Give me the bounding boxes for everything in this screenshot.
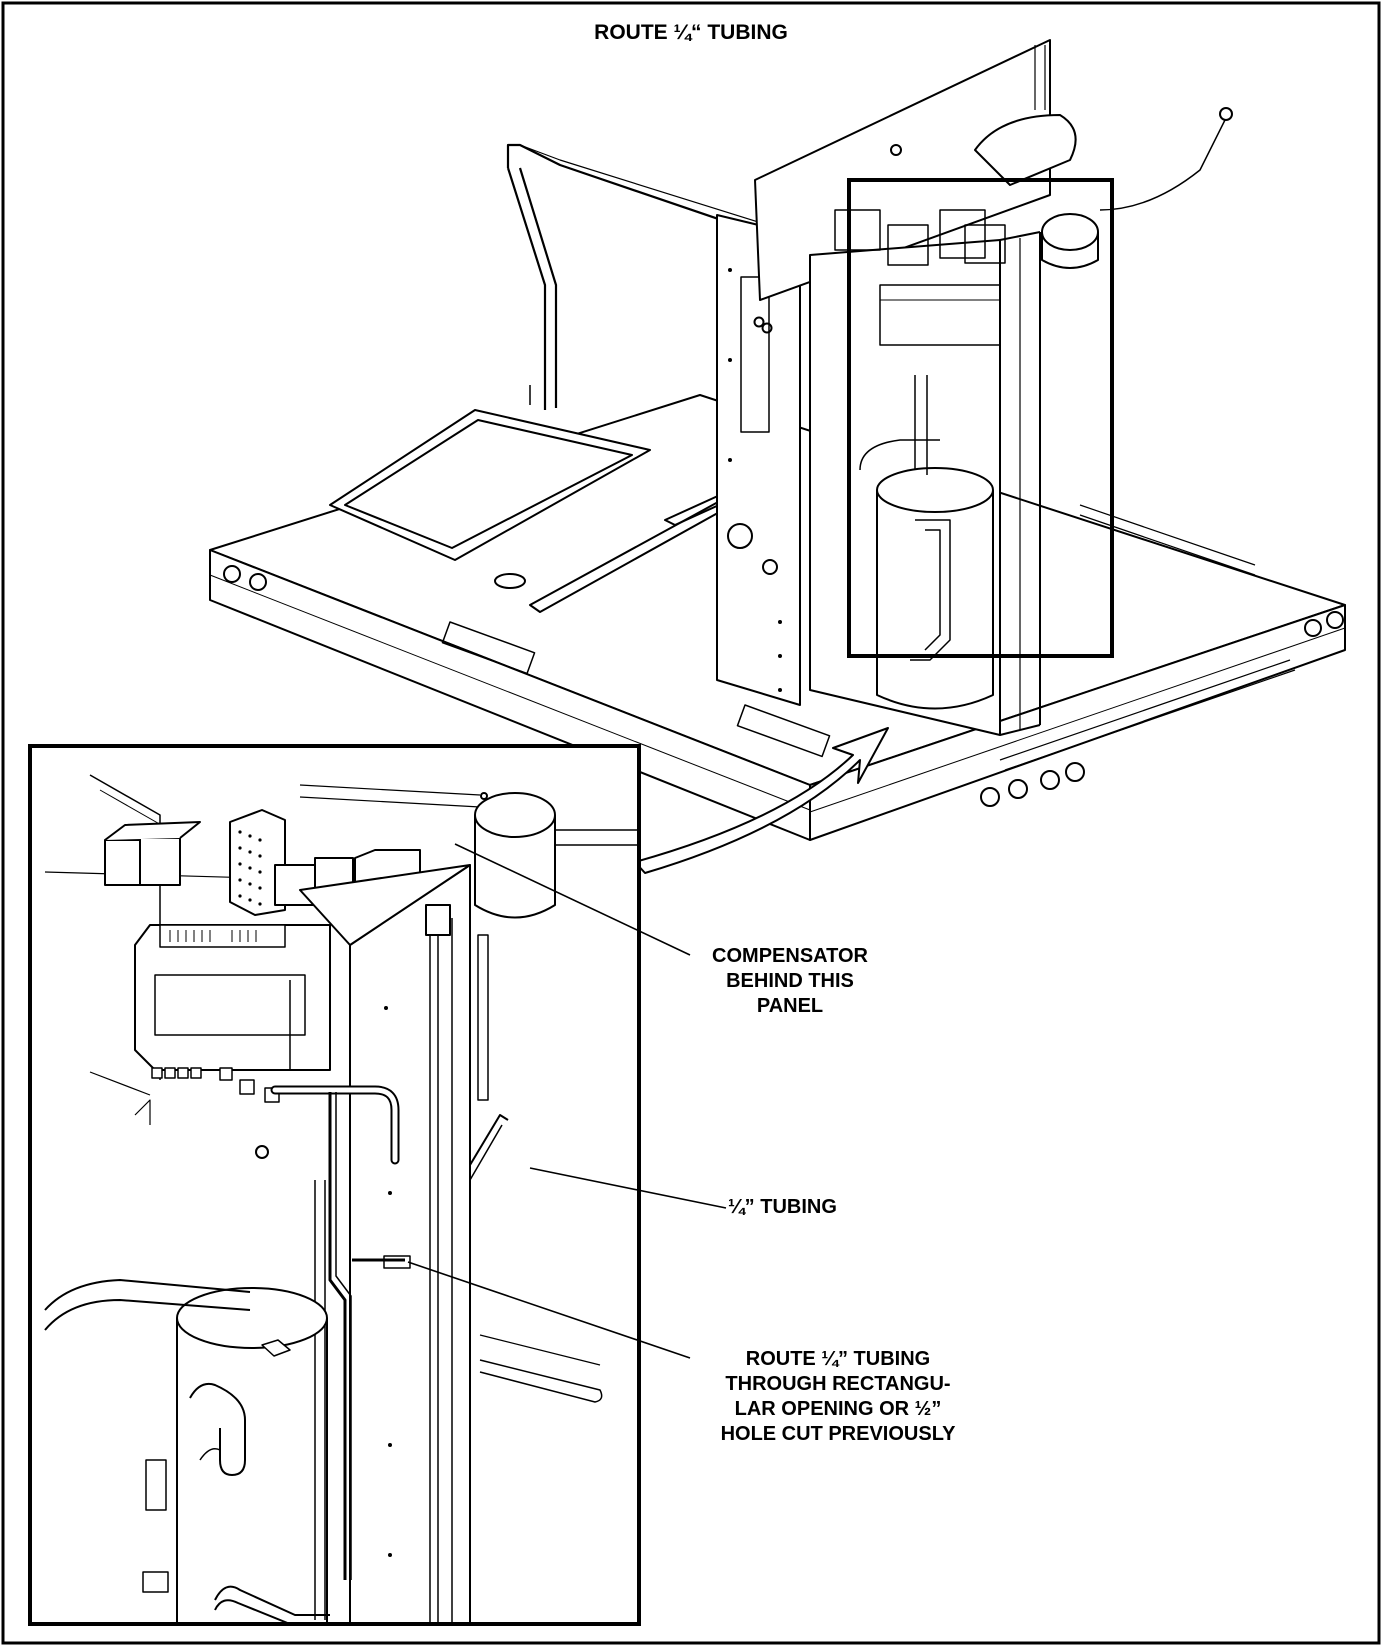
route-callout-line: THROUGH RECTANGU- (725, 1373, 951, 1395)
unit-isometric (209, 39, 1346, 841)
leader-route (407, 1261, 691, 1359)
route-callout-line: LAR OPENING OR ½” (734, 1398, 942, 1420)
tubing-callout: ¼” TUBING (728, 1196, 837, 1218)
inset-frame (28, 744, 641, 1626)
compensator-callout-line: PANEL (756, 995, 824, 1017)
leader-tubing (529, 1167, 727, 1209)
callout-arrow (634, 727, 889, 874)
compensator-callout-line: COMPENSATOR (712, 945, 868, 967)
compensator-callout-line: BEHIND THIS (726, 970, 854, 992)
inset-detail-drawing (44, 774, 639, 1624)
detail-highlight-box (847, 178, 1114, 658)
route-callout-line: ROUTE ¼” TUBING (745, 1348, 931, 1370)
leader-lines (407, 843, 727, 1359)
route-callout-line: HOLE CUT PREVIOUSLY (720, 1423, 956, 1445)
figure-title: ROUTE ¼“ TUBING (594, 21, 788, 44)
compensator-callout: COMPENSATOR BEHIND THIS PANEL (690, 944, 890, 1019)
route-tubing-callout: ROUTE ¼” TUBING THROUGH RECTANGU- LAR OP… (678, 1347, 998, 1447)
leader-compensator (454, 843, 691, 956)
